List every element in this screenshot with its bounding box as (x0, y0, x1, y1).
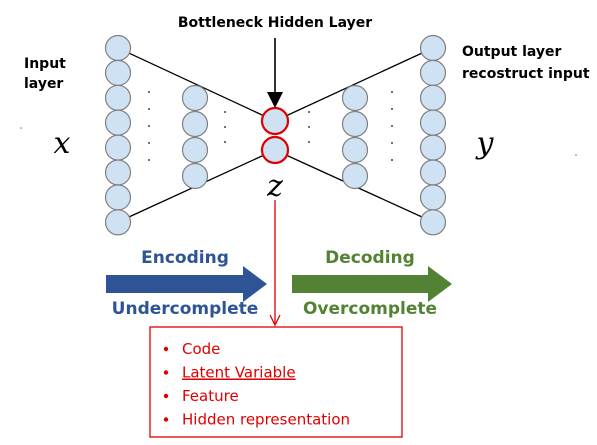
decoder-hidden-layer (341, 84, 369, 190)
decoding-arrow (292, 266, 452, 302)
bullet-icon (163, 417, 169, 422)
neuron-node (341, 110, 369, 138)
code-item-text: Hidden representation (182, 411, 350, 429)
output-label-line1: Output layer (462, 44, 562, 60)
neuron-node (104, 184, 132, 211)
neuron-node (104, 34, 132, 62)
encoding-arrow (106, 266, 267, 302)
y-symbol: y (475, 126, 495, 161)
neuron-node (419, 184, 447, 211)
code-list-item: Feature (163, 387, 239, 405)
input-label-line1: Input (24, 56, 66, 72)
neuron-node (419, 109, 447, 136)
code-item-text: Latent Variable (182, 364, 296, 382)
code-list-item: Code (163, 340, 220, 358)
bullet-icon (163, 393, 169, 399)
encoding-subtitle: Undercomplete (112, 299, 259, 319)
output-label-line2: recostruct input (462, 66, 590, 82)
neuron-node (104, 109, 132, 136)
neuron-node (419, 34, 447, 62)
decoder-top-line (274, 47, 434, 122)
output-layer (419, 34, 447, 236)
bullet-icon (163, 370, 169, 375)
stray-dot (575, 154, 577, 156)
neuron-node (181, 84, 209, 112)
stray-dot (20, 127, 22, 129)
encoder-top-line (117, 47, 276, 122)
input-label-line2: layer (24, 76, 63, 92)
neuron-node (104, 84, 132, 111)
neuron-layers (104, 34, 447, 236)
code-item-text: Feature (182, 387, 239, 405)
neuron-node (104, 134, 132, 161)
neuron-node (181, 136, 209, 164)
neuron-node (419, 59, 447, 87)
z-symbol: z (266, 169, 283, 204)
code-list-item: Hidden representation (163, 411, 350, 429)
neuron-node (104, 59, 132, 87)
encoding-title: Encoding (141, 248, 229, 268)
decoding-subtitle: Overcomplete (303, 299, 437, 319)
neuron-node (341, 136, 369, 164)
input-layer (104, 34, 132, 236)
neuron-node (419, 159, 447, 186)
bottleneck-node (260, 106, 290, 136)
neuron-node (341, 162, 369, 190)
neuron-node (419, 84, 447, 111)
ellipsis-dots (148, 91, 393, 161)
code-item-text: Code (182, 340, 220, 358)
neuron-node (419, 209, 447, 236)
encoder-hidden-layer (181, 84, 209, 190)
bottleneck-node (260, 135, 290, 165)
bottleneck-layer (260, 106, 290, 165)
code-list-item: Latent Variable (163, 364, 296, 382)
neuron-node (104, 159, 132, 186)
neuron-node (181, 162, 209, 190)
code-box (149, 326, 403, 438)
neuron-node (419, 134, 447, 161)
bottleneck-label: Bottleneck Hidden Layer (178, 15, 372, 31)
x-symbol: x (54, 126, 71, 161)
decoding-title: Decoding (325, 248, 415, 268)
neuron-node (181, 110, 209, 138)
neuron-node (104, 209, 132, 236)
code-connector-arrowhead (269, 314, 281, 327)
neuron-node (341, 84, 369, 112)
bullet-icon (163, 346, 169, 352)
